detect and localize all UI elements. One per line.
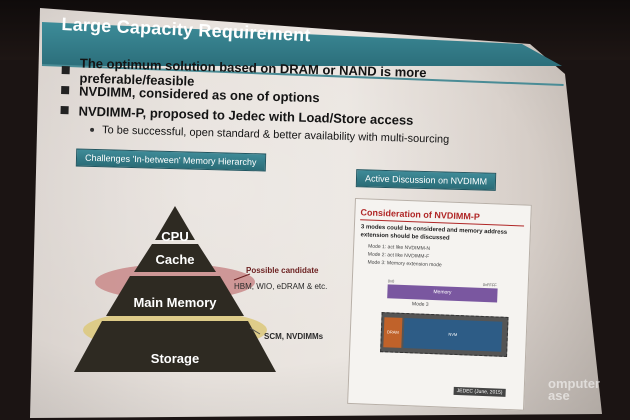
dot-bullet-icon: [90, 127, 95, 132]
module-diagram: DRAM NVM: [380, 312, 509, 357]
memory-bar-label: Memory: [433, 289, 452, 296]
memory-pyramid-diagram: CPU Cache Main Memory Storage Possible c…: [70, 196, 400, 382]
square-bullet-icon: [61, 65, 70, 75]
embedded-bullet: 3 modes could be considered and memory a…: [360, 224, 508, 242]
watermark-line: ase: [548, 388, 570, 403]
scm-label: SCM, NVDIMMs: [264, 332, 324, 341]
address-start-label: 0x0: [387, 278, 395, 284]
pyramid-label-cpu: CPU: [161, 229, 189, 244]
pyramid-level-storage: [74, 321, 276, 372]
pyramid-label-main-memory: Main Memory: [133, 295, 217, 310]
memory-bar: Memory: [387, 284, 498, 303]
embedded-footer: JEDEC (June, 2015): [453, 386, 506, 397]
nvm-label: NVM: [448, 331, 458, 338]
candidate-pointer: [233, 273, 251, 281]
square-bullet-icon: [60, 105, 69, 115]
scm-pointer: [249, 327, 261, 335]
dram-label: DRAM: [386, 329, 399, 335]
embedded-sub-item: Mode 2: act like NVDIMM-F: [367, 251, 430, 260]
possible-candidate-label: Possible candidate: [246, 266, 319, 275]
pyramid-level-cpu: [155, 206, 195, 240]
pyramid-level-cache: [134, 244, 216, 272]
mode-label: Mode 3: [411, 301, 429, 308]
watermark-logo: omputer ase: [548, 376, 600, 403]
nvm-block: NVM: [403, 317, 503, 352]
embedded-sub-item: Mode 3: Memory extension mode: [367, 259, 442, 269]
possible-candidate-items: HBM, WIO, eDRAM & etc.: [234, 282, 328, 291]
discussion-tag: Active Discussion on NVDIMM: [355, 169, 497, 191]
pyramid-level-main-memory: [106, 276, 244, 316]
bullet-list: The optimum solution based on DRAM or NA…: [60, 56, 532, 151]
watermark-line: omputer: [548, 376, 600, 391]
pyramid-graphic: [74, 206, 276, 372]
dram-block: DRAM: [383, 317, 403, 348]
embedded-sub-item: Mode 1: act like NVDIMM-N: [368, 243, 431, 252]
pyramid-label-cache: Cache: [155, 252, 195, 267]
pyramid-label-storage: Storage: [150, 351, 200, 366]
embedded-slide: Consideration of NVDIMM-P 3 modes could …: [347, 198, 532, 411]
square-bullet-icon: [61, 85, 70, 95]
address-end-label: 0xFFFF: [482, 281, 497, 288]
